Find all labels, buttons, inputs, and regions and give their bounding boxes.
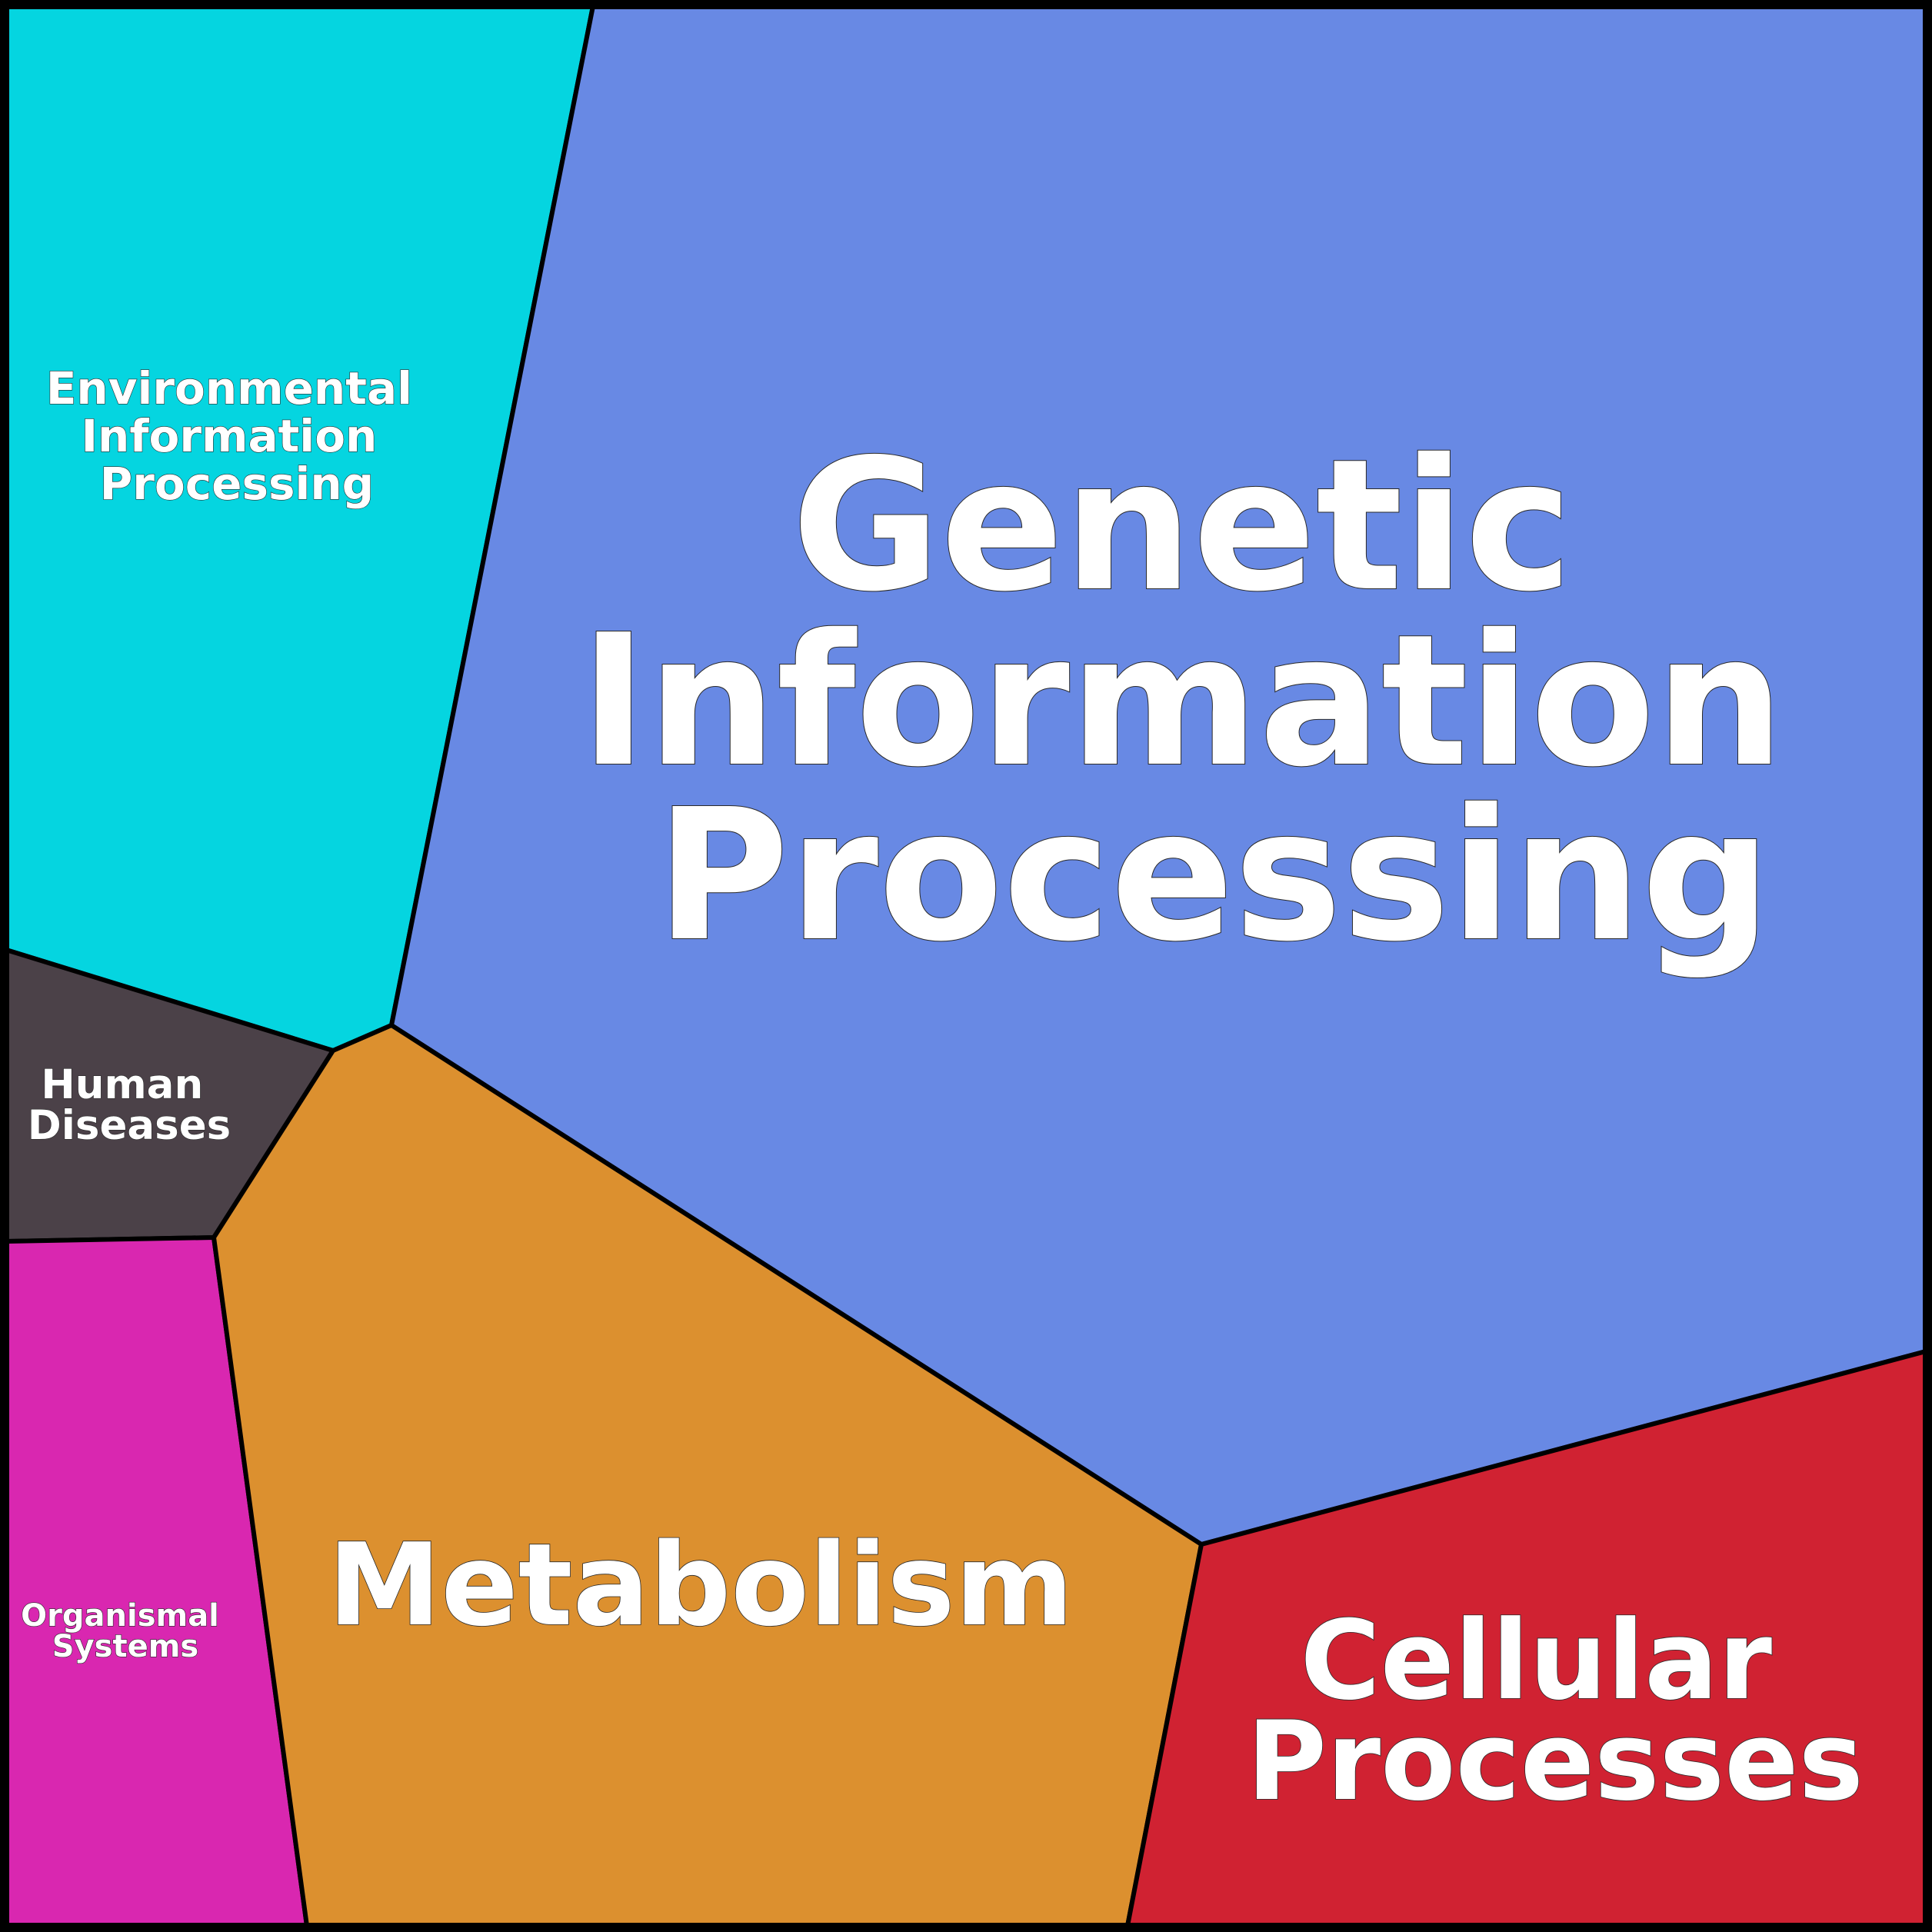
label-line: Environmental [46,362,412,415]
label-line: Information [81,410,377,462]
cells-group [3,4,1928,1928]
label-cellular-processes: Cellular Processes [1247,1597,1864,1825]
label-line: Processing [100,458,374,510]
label-line: Processes [1247,1698,1864,1825]
label-line: Cellular [1301,1597,1772,1724]
label-line: Metabolism [328,1519,1074,1651]
label-line: Human [41,1061,203,1108]
label-line: Genetic [791,420,1572,631]
label-metabolism: Metabolism [328,1519,1074,1651]
label-line: Diseases [28,1102,231,1149]
label-line: Systems [52,1629,198,1664]
labels-group: Environmental Information Processing Gen… [21,361,1864,1825]
label-organismal-systems: Organismal Systems [21,1598,230,1664]
label-genetic-information-processing: Genetic Information Processing [580,420,1847,981]
label-environmental-information-processing: Environmental Information Processing [46,362,428,510]
label-human-diseases: Human Diseases [28,1061,231,1149]
label-line: Information [580,595,1784,807]
label-line: Organismal [21,1598,219,1634]
label-line: Processing [656,770,1771,981]
